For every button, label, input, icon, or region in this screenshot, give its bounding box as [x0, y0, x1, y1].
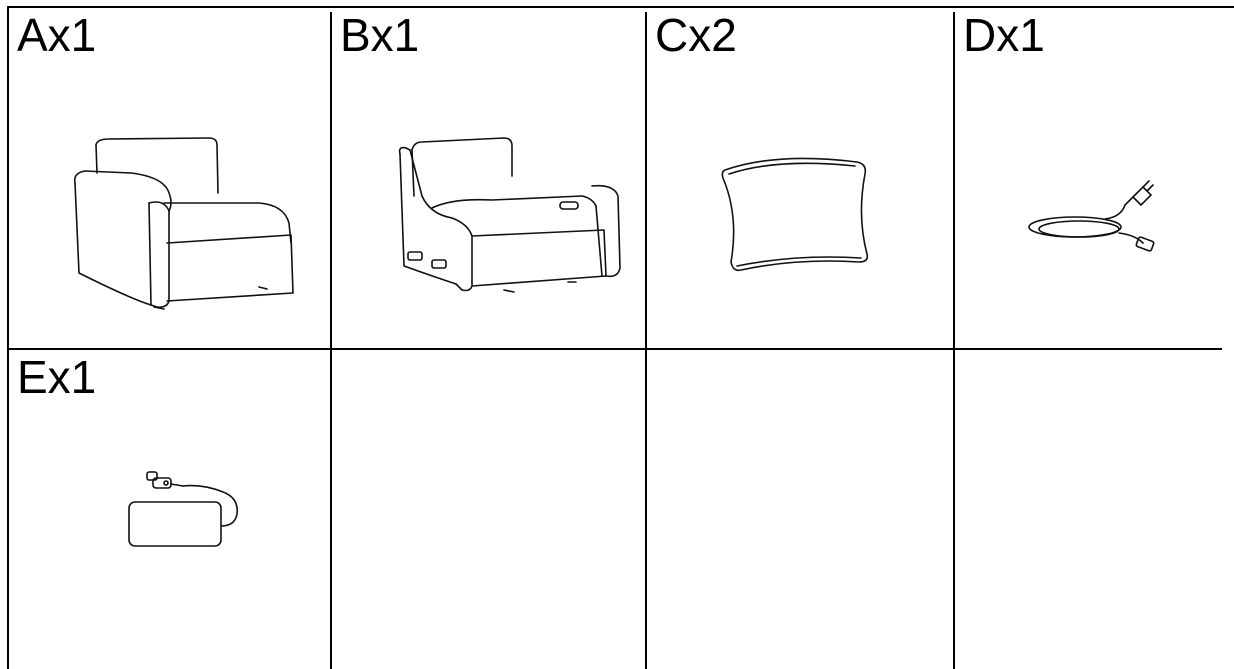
part-cell-c: Cx2: [647, 8, 953, 348]
part-label-b: Bx1: [340, 12, 419, 58]
cushion-pillow-icon: [717, 156, 877, 276]
power-cord-plug-icon: [1025, 173, 1175, 273]
armchair-left-arm-icon: [69, 133, 309, 313]
part-cell-b: Bx1: [332, 8, 645, 348]
empty-cell-h: [955, 350, 1222, 669]
part-cell-d: Dx1: [955, 8, 1234, 348]
part-label-d: Dx1: [963, 12, 1045, 58]
part-label-a: Ax1: [17, 12, 96, 58]
part-label-c: Cx2: [655, 12, 737, 58]
power-recliner-seat-icon: [392, 136, 632, 311]
empty-cell-f: [332, 350, 645, 669]
power-adapter-icon: [123, 468, 263, 558]
empty-cell-g: [647, 350, 953, 669]
part-cell-e: Ex1: [9, 350, 330, 669]
part-cell-a: Ax1: [9, 8, 330, 348]
part-label-e: Ex1: [17, 354, 96, 400]
